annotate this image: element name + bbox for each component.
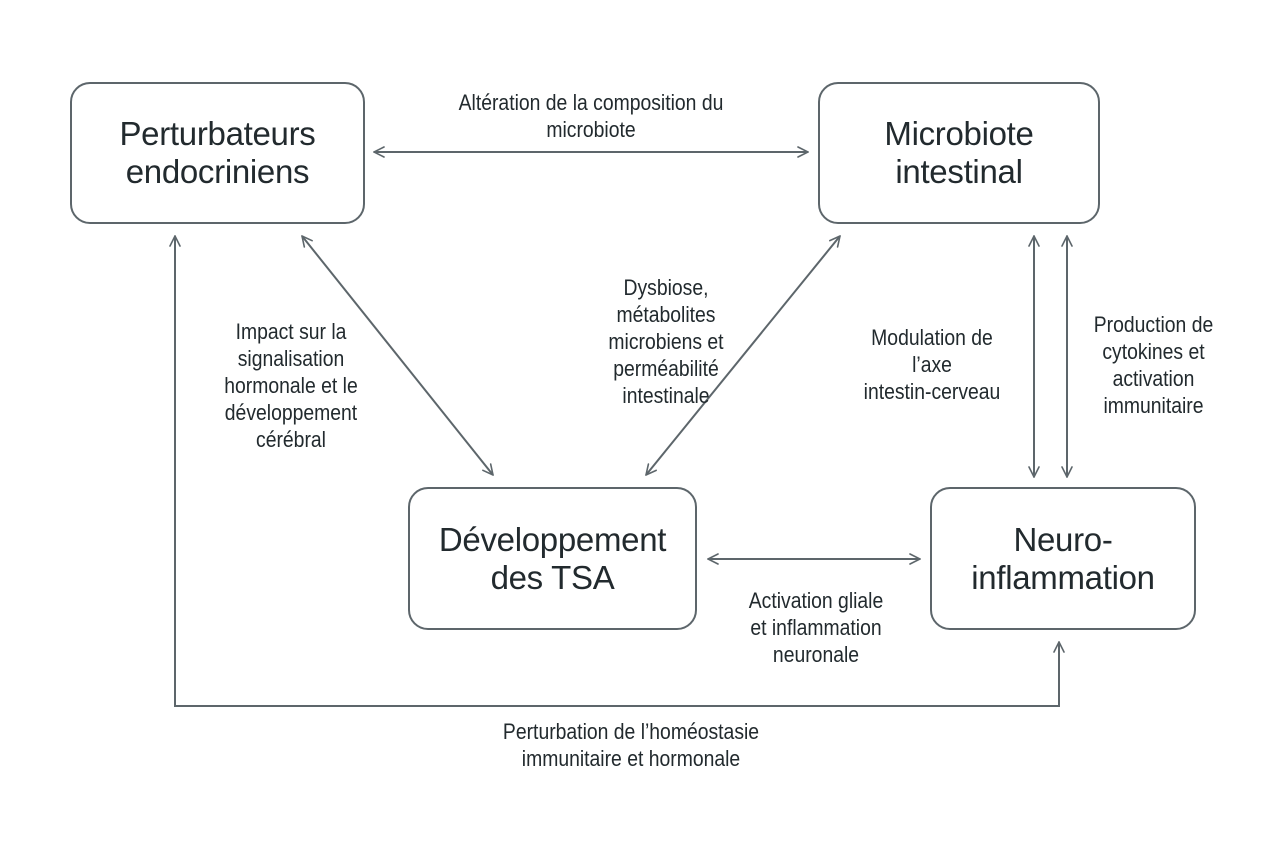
label-alteration-microbiote: Altération de la composition du microbio… [458, 90, 724, 142]
node-neuro-title: Neuro- inflammation [971, 520, 1155, 596]
label-perturbation-homeostasie: Perturbation de l’homéostasie immunitair… [502, 719, 760, 771]
node-perturbateurs-endocriniens: Perturbateurs endocriniens [70, 82, 365, 224]
node-neuro-inflammation: Neuro- inflammation [930, 487, 1196, 630]
label-modulation-axe: Modulation de l’axe intestin-cerveau [863, 325, 1001, 404]
arrow-perturbateurs-neuro-loop [175, 236, 1059, 707]
node-developpement-tsa: Développement des TSA [408, 487, 697, 630]
node-microbiote-title: Microbiote intestinal [884, 115, 1034, 190]
label-production-cytokines: Production de cytokines et activation im… [1093, 312, 1214, 418]
node-perturbateurs-title: Perturbateurs endocriniens [119, 115, 316, 190]
node-microbiote-intestinal: Microbiote intestinal [818, 82, 1100, 224]
node-developpement-title: Développement des TSA [438, 520, 667, 596]
label-dysbiose: Dysbiose, métabolites microbiens et perm… [608, 275, 724, 408]
label-activation-gliale: Activation gliale et inflammation neuron… [748, 588, 884, 667]
label-impact-signalisation: Impact sur la signalisation hormonale et… [224, 319, 358, 452]
